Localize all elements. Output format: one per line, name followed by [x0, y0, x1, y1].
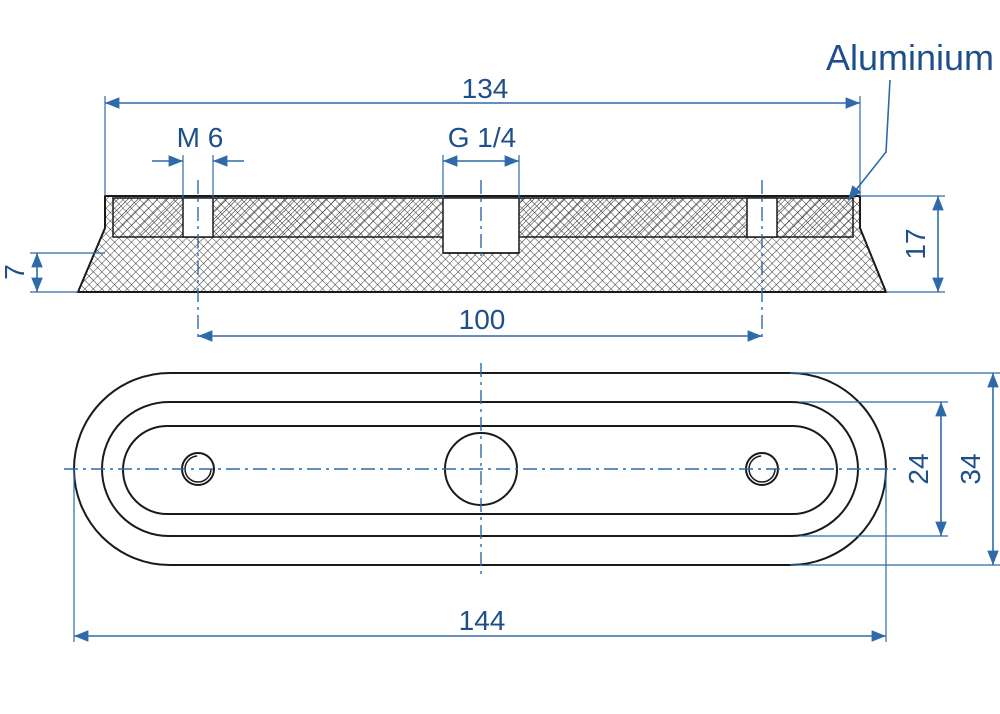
dimension-m6-label: M 6	[177, 122, 224, 153]
dimension-m6: M 6	[152, 122, 244, 198]
dimension-17-label: 17	[900, 228, 931, 259]
dimension-144-label: 144	[459, 605, 506, 636]
dimension-g14: G 1/4	[442, 122, 520, 198]
dimension-g14-label: G 1/4	[448, 122, 516, 153]
dimension-144: 144	[73, 469, 887, 642]
dimension-24: 24	[800, 401, 948, 537]
dimension-24-label: 24	[903, 453, 934, 484]
top-view	[64, 363, 896, 575]
dimension-34-label: 34	[955, 453, 986, 484]
material-callout: Aluminium	[826, 37, 994, 201]
dimension-17: 17	[860, 195, 945, 293]
inner-outline	[122, 425, 838, 515]
dimension-134: 134	[104, 73, 861, 196]
section-view	[76, 180, 888, 340]
dimension-7: 7	[0, 252, 105, 293]
dimension-34: 34	[790, 372, 1000, 566]
dimension-7-label: 7	[0, 264, 30, 280]
dimension-134-label: 134	[462, 73, 509, 104]
dimension-100-label: 100	[459, 304, 506, 335]
dimension-100: 100	[198, 304, 762, 342]
material-label: Aluminium	[826, 37, 994, 78]
